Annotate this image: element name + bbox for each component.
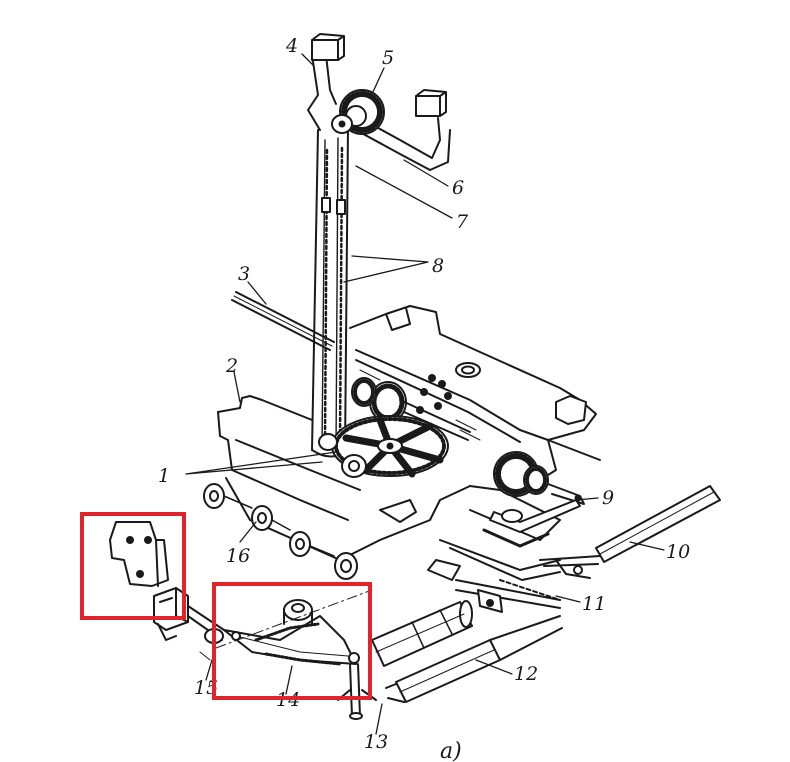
label-12: 12 [514, 663, 538, 685]
right-gear-cluster [493, 451, 585, 505]
main-frame [217, 305, 601, 561]
rod-10 [539, 485, 721, 579]
label-2: 2 [225, 355, 238, 377]
label-5: 5 [382, 47, 394, 69]
label-7: 7 [456, 211, 469, 233]
gear-assembly [351, 377, 471, 441]
label-8: 8 [432, 255, 444, 277]
part-labels: 4 5 6 7 8 3 2 1 9 10 16 11 12 15 14 13 а… [158, 35, 690, 762]
label-9: 9 [602, 487, 614, 509]
label-6: 6 [452, 177, 464, 199]
label-1: 1 [158, 465, 170, 487]
label-11: 11 [582, 593, 606, 615]
label-16: 16 [226, 545, 250, 567]
bracket-15 [109, 521, 225, 661]
lugs-16 [203, 483, 358, 580]
tube-12 [385, 615, 563, 703]
highlight-box-linkage-14 [212, 582, 372, 700]
label-10: 10 [666, 541, 690, 563]
linkage-11 [427, 539, 561, 613]
label-3: 3 [238, 263, 250, 285]
label-13: 13 [364, 731, 388, 753]
label-4: 4 [285, 35, 298, 57]
highlight-box-bracket [80, 512, 186, 620]
sprocket-5 [331, 89, 385, 135]
upper-controls [307, 33, 451, 171]
tube-13 [371, 600, 473, 667]
rod-3 [231, 291, 335, 351]
sector-gear [318, 415, 449, 478]
figure-caption: а) [440, 739, 462, 762]
leader-lines [185, 53, 665, 735]
vertical-column [311, 127, 349, 458]
